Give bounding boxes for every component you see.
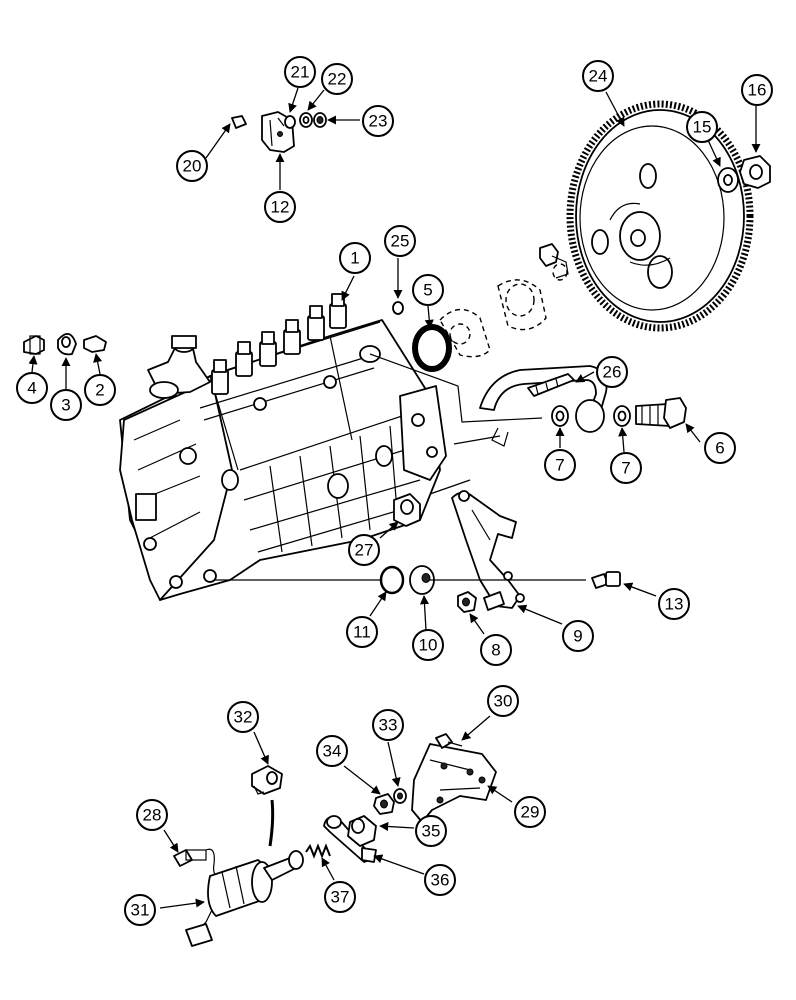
shutoff-solenoid-assembly xyxy=(173,733,497,947)
inlet-fittings xyxy=(23,333,107,356)
svg-text:22: 22 xyxy=(328,70,347,89)
leader-lines xyxy=(28,87,761,909)
svg-text:9: 9 xyxy=(573,627,582,646)
callout-23: 23 xyxy=(362,105,394,137)
svg-text:36: 36 xyxy=(431,871,450,890)
callout-8: 8 xyxy=(480,634,512,666)
svg-text:2: 2 xyxy=(95,381,104,400)
callout-12: 12 xyxy=(264,191,296,223)
callout-6: 6 xyxy=(704,432,736,464)
svg-text:32: 32 xyxy=(234,708,253,727)
callout-15: 15 xyxy=(686,111,718,143)
svg-text:5: 5 xyxy=(423,281,432,300)
svg-text:7: 7 xyxy=(621,459,630,478)
throttle-lever xyxy=(451,490,525,609)
svg-text:10: 10 xyxy=(419,636,438,655)
gear-hub-parts xyxy=(439,243,569,358)
svg-text:16: 16 xyxy=(748,81,767,100)
callout-16: 16 xyxy=(741,74,773,106)
callout-33: 33 xyxy=(372,709,404,741)
callout-31: 31 xyxy=(124,894,156,926)
callout-32: 32 xyxy=(227,701,259,733)
callout-1: 1 xyxy=(339,242,371,274)
svg-text:20: 20 xyxy=(183,157,202,176)
svg-text:34: 34 xyxy=(323,742,342,761)
callout-10: 10 xyxy=(412,629,444,661)
callout-25: 25 xyxy=(384,225,416,257)
callout-36: 36 xyxy=(424,864,456,896)
svg-text:15: 15 xyxy=(693,118,712,137)
svg-text:24: 24 xyxy=(589,67,608,86)
callout-3: 3 xyxy=(50,389,82,421)
callout-34: 34 xyxy=(316,735,348,767)
svg-text:35: 35 xyxy=(422,822,441,841)
svg-text:27: 27 xyxy=(355,541,374,560)
svg-text:28: 28 xyxy=(143,806,162,825)
svg-text:1: 1 xyxy=(350,249,359,268)
svg-text:13: 13 xyxy=(665,595,684,614)
callout-5: 5 xyxy=(412,274,444,306)
svg-text:8: 8 xyxy=(491,641,500,660)
callout-20: 20 xyxy=(176,150,208,182)
delivery-valves xyxy=(211,293,347,395)
svg-text:6: 6 xyxy=(715,439,724,458)
svg-text:12: 12 xyxy=(271,198,290,217)
callout-28: 28 xyxy=(136,799,168,831)
bracket-assembly-top xyxy=(231,111,327,153)
svg-text:4: 4 xyxy=(27,379,36,398)
svg-text:33: 33 xyxy=(379,716,398,735)
callout-30: 30 xyxy=(487,685,519,717)
callouts: 1 2 3 4 5 6 7 7 8 9 10 11 12 13 15 16 20… xyxy=(16,56,773,926)
svg-text:11: 11 xyxy=(353,623,371,642)
svg-text:21: 21 xyxy=(291,63,310,82)
lock-nut xyxy=(457,591,477,613)
callout-2: 2 xyxy=(84,374,116,406)
stud xyxy=(483,591,505,611)
callout-37: 37 xyxy=(324,881,356,913)
callout-26: 26 xyxy=(596,356,628,388)
svg-text:7: 7 xyxy=(555,456,564,475)
callout-21: 21 xyxy=(284,56,316,88)
callout-29: 29 xyxy=(514,796,546,828)
callout-27: 27 xyxy=(348,534,380,566)
callout-11: 11 xyxy=(346,616,378,648)
callout-7a: 7 xyxy=(544,449,576,481)
svg-text:29: 29 xyxy=(521,803,540,822)
cap-screw-small xyxy=(591,571,621,589)
pump-nut xyxy=(393,493,421,527)
svg-text:25: 25 xyxy=(391,232,410,251)
o-ring xyxy=(379,565,405,595)
callout-13: 13 xyxy=(658,588,690,620)
callout-24: 24 xyxy=(582,60,614,92)
callout-4: 4 xyxy=(16,372,48,404)
o-ring-small xyxy=(392,301,404,315)
svg-text:30: 30 xyxy=(494,692,513,711)
svg-text:37: 37 xyxy=(331,888,350,907)
parts-illustration xyxy=(23,100,771,947)
fuel-pipe xyxy=(479,365,687,447)
svg-text:23: 23 xyxy=(369,112,388,131)
timing-gear xyxy=(566,100,754,332)
svg-text:3: 3 xyxy=(61,396,70,415)
gear-seal xyxy=(412,324,452,372)
callout-9: 9 xyxy=(562,620,594,652)
svg-text:26: 26 xyxy=(603,363,622,382)
injection-pump xyxy=(119,293,447,601)
callout-22: 22 xyxy=(321,63,353,95)
callout-35: 35 xyxy=(415,815,447,847)
gear-nut-and-washer xyxy=(717,155,771,193)
callout-7b: 7 xyxy=(610,452,642,484)
svg-text:31: 31 xyxy=(131,901,150,920)
